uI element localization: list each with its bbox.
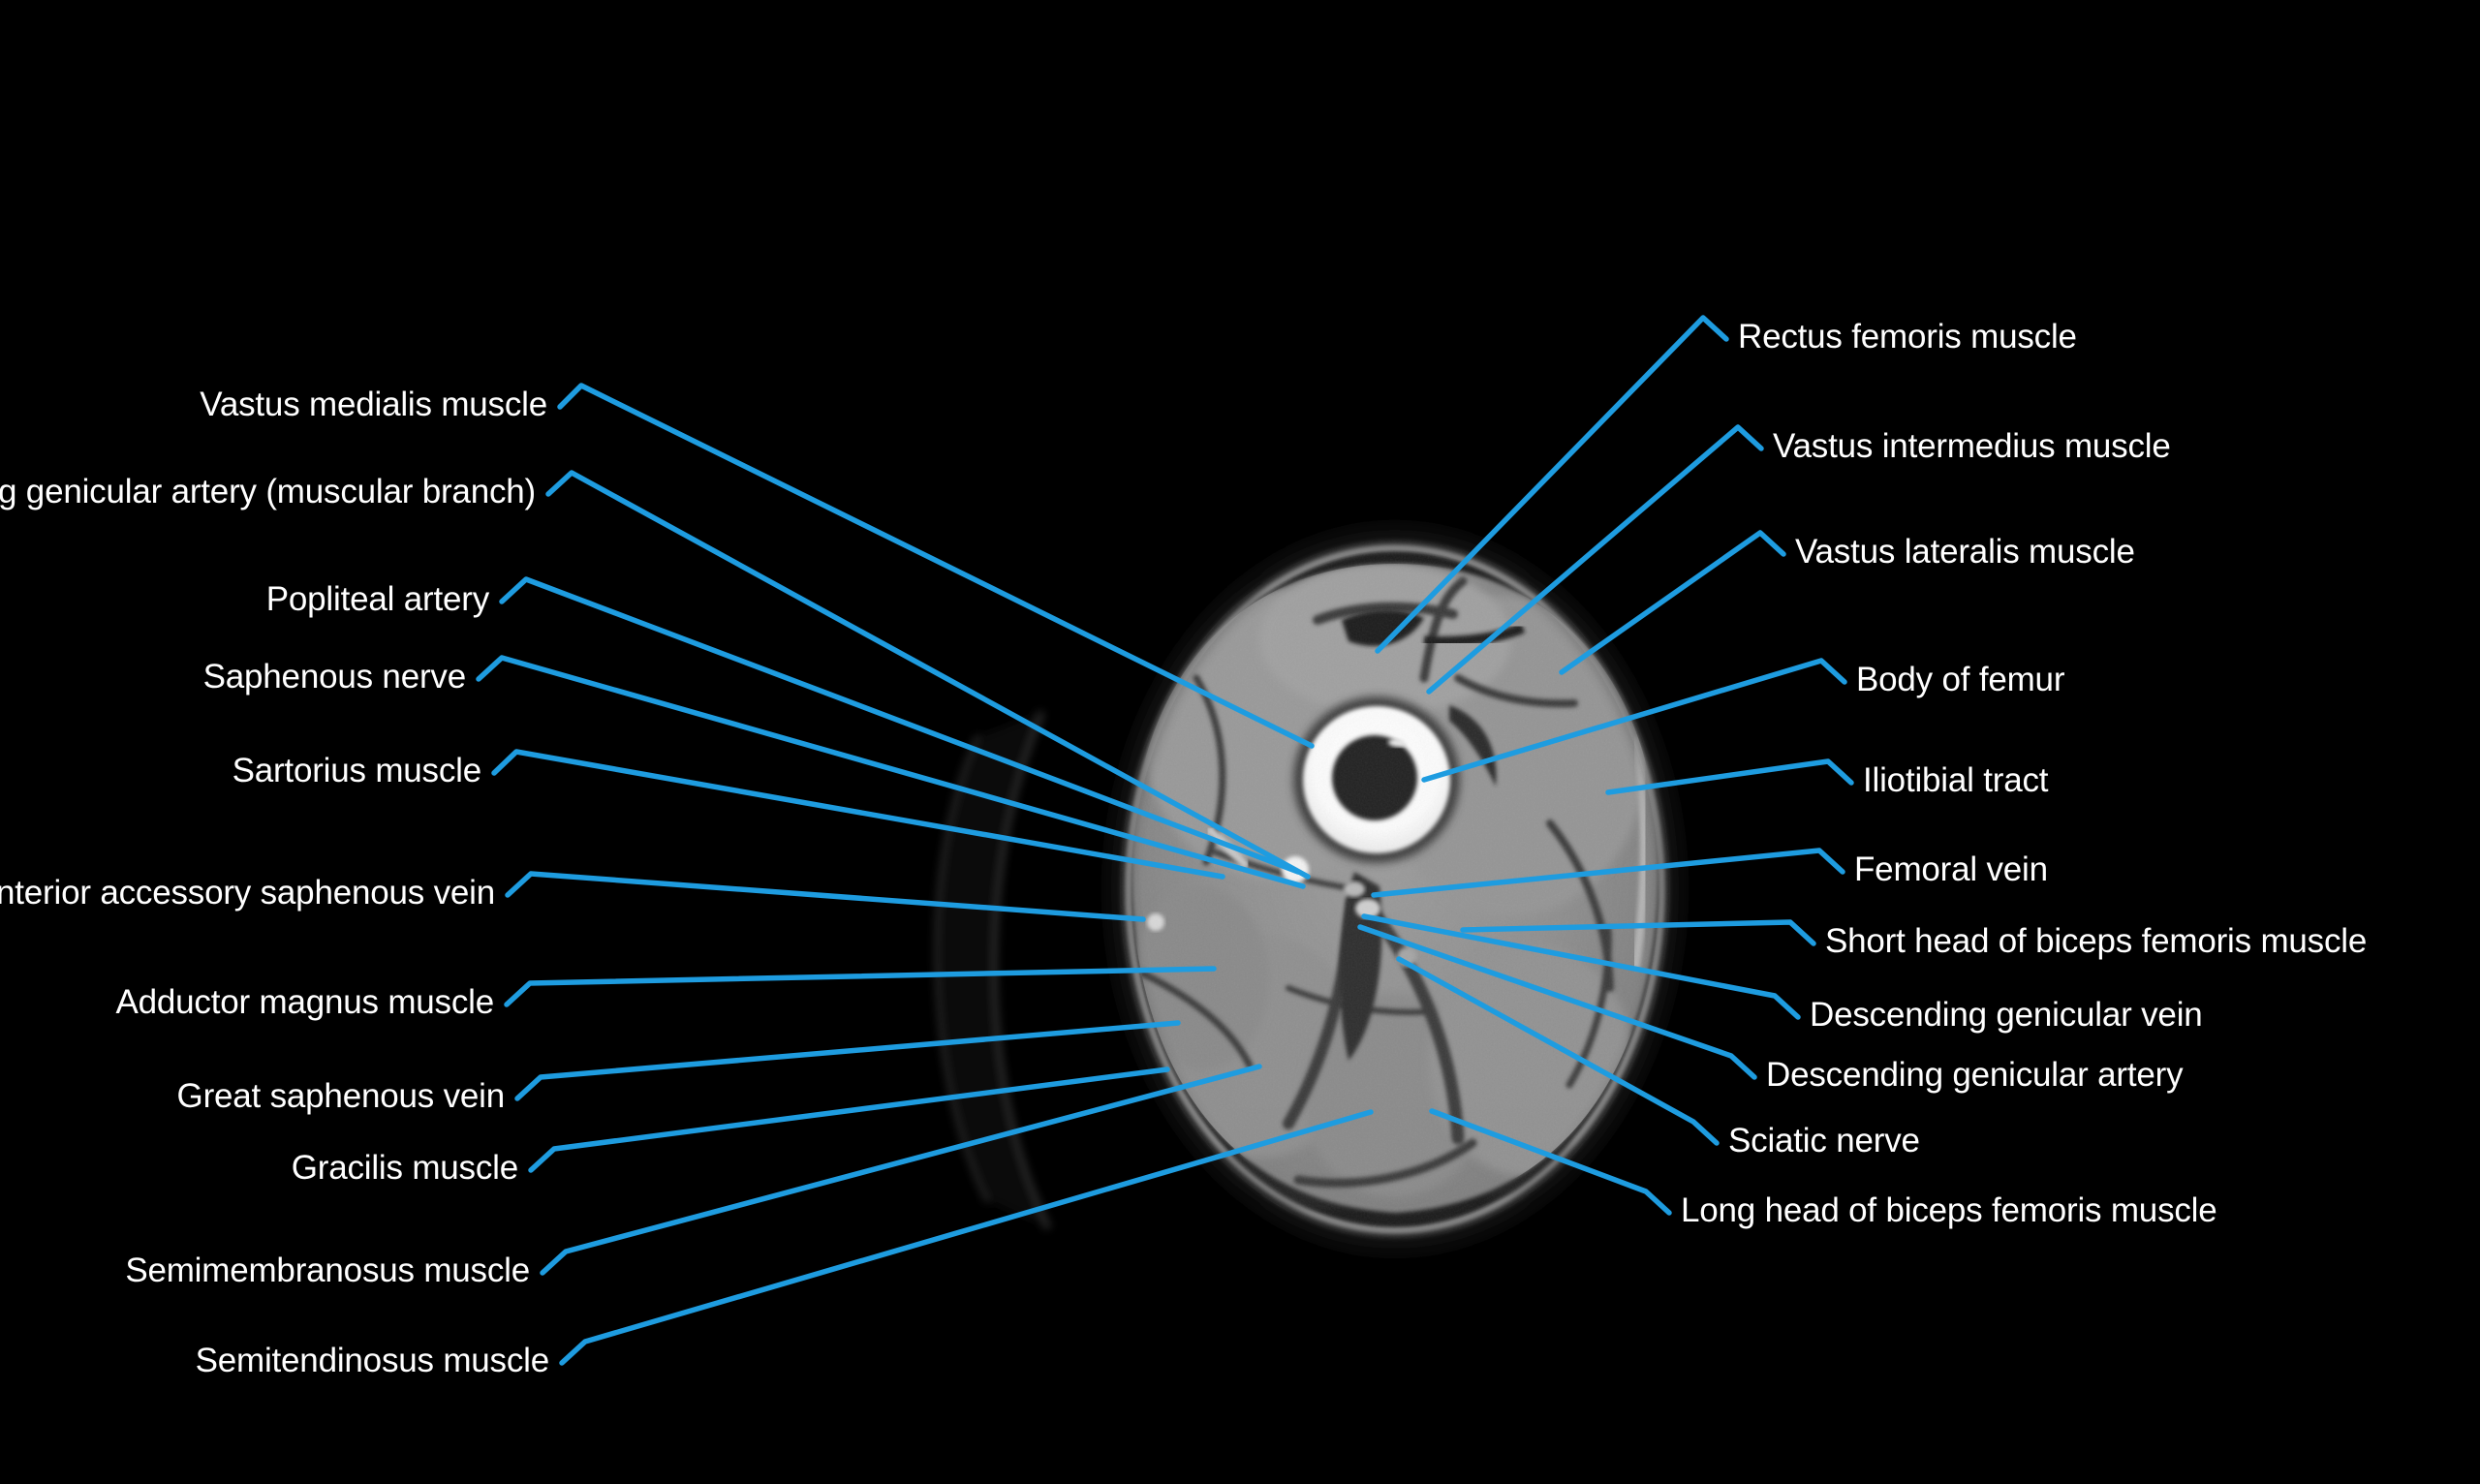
- leader-line-descending-genicular-artery: [1357, 924, 1757, 1080]
- annotation-label-descending-genicular-vein: Descending genicular vein: [1810, 996, 2203, 1034]
- leader-line-anterior-accessory-saphenous-vein: [505, 871, 1146, 922]
- leader-line-gracilis-muscle: [528, 1067, 1170, 1173]
- annotation-label-anterior-accessory-saphenous-vein: Anterior accessory saphenous vein: [0, 874, 495, 912]
- annotation-label-iliotibial-tract: Iliotibial tract: [1863, 761, 2049, 799]
- annotation-label-sciatic-nerve: Sciatic nerve: [1728, 1122, 1920, 1159]
- annotation-label-vastus-lateralis-muscle: Vastus lateralis muscle: [1795, 533, 2135, 571]
- annotation-label-semitendinosus-muscle: Semitendinosus muscle: [195, 1342, 550, 1379]
- annotation-label-femoral-vein: Femoral vein: [1854, 850, 2048, 888]
- annotation-label-saphenous-nerve: Saphenous nerve: [202, 658, 467, 696]
- leader-line-descending-genicular-vein: [1361, 913, 1801, 1020]
- ct-noise: [1120, 540, 1670, 1239]
- leader-line-vastus-lateralis-muscle: [1559, 530, 1786, 675]
- leader-line-long-head-of-biceps-femoris-muscle: [1429, 1108, 1672, 1216]
- annotation-label-vastus-intermedius-muscle: Vastus intermedius muscle: [1773, 427, 2171, 465]
- leader-line-body-of-femur: [1421, 658, 1847, 783]
- leader-line-great-saphenous-vein: [514, 1020, 1181, 1101]
- annotation-label-descending-genicular-artery: Descending genicular artery: [1766, 1056, 2184, 1094]
- leader-line-vastus-intermedius-muscle: [1426, 424, 1764, 695]
- annotation-label-great-saphenous-vein: Great saphenous vein: [176, 1077, 506, 1115]
- annotation-label-vastus-medialis-muscle: Vastus medialis muscle: [200, 386, 547, 423]
- annotation-label-long-head-of-biceps-femoris-muscle: Long head of biceps femoris muscle: [1681, 1191, 2217, 1229]
- annotation-label-popliteal-artery: Popliteal artery: [265, 580, 489, 618]
- annotation-label-adductor-magnus-muscle: Adductor magnus muscle: [115, 983, 494, 1021]
- leader-line-adductor-magnus-muscle: [504, 966, 1217, 1007]
- leader-line-rectus-femoris-muscle: [1375, 315, 1729, 654]
- annotation-label-gracilis-muscle: Gracilis muscle: [291, 1149, 518, 1187]
- annotation-label-rectus-femoris-muscle: Rectus femoris muscle: [1738, 318, 2077, 356]
- annotation-label-semimembranosus-muscle: Semimembranosus muscle: [125, 1252, 530, 1289]
- skin-rim: [1126, 545, 1664, 1233]
- leader-line-short-head-of-biceps-femoris-muscle: [1460, 919, 1816, 946]
- leader-line-sciatic-nerve: [1396, 956, 1720, 1146]
- skin-halo: [1109, 528, 1681, 1251]
- annotation-label-sartorius-muscle: Sartorius muscle: [232, 752, 482, 789]
- leader-line-semimembranosus-muscle: [540, 1064, 1262, 1276]
- annotation-label-short-head-of-biceps-femoris-muscle: Short head of biceps femoris muscle: [1825, 922, 2368, 960]
- leader-line-sartorius-muscle: [491, 749, 1225, 880]
- leader-line-iliotibial-tract: [1605, 758, 1854, 795]
- leader-line-saphenous-nerve: [476, 655, 1306, 889]
- annotation-label-body-of-femur: Body of femur: [1856, 661, 2065, 698]
- leader-line-femoral-vein: [1371, 848, 1845, 898]
- leader-line-vastus-medialis: [557, 383, 1315, 749]
- leader-line-semitendinosus-muscle: [559, 1109, 1374, 1366]
- annotation-label-descending-genicular-artery-muscular-branch: Descending genicular artery (muscular br…: [0, 473, 536, 510]
- leader-line-descending-genicular-artery-muscular-branch: [545, 470, 1311, 880]
- leader-line-popliteal-artery: [499, 576, 1301, 875]
